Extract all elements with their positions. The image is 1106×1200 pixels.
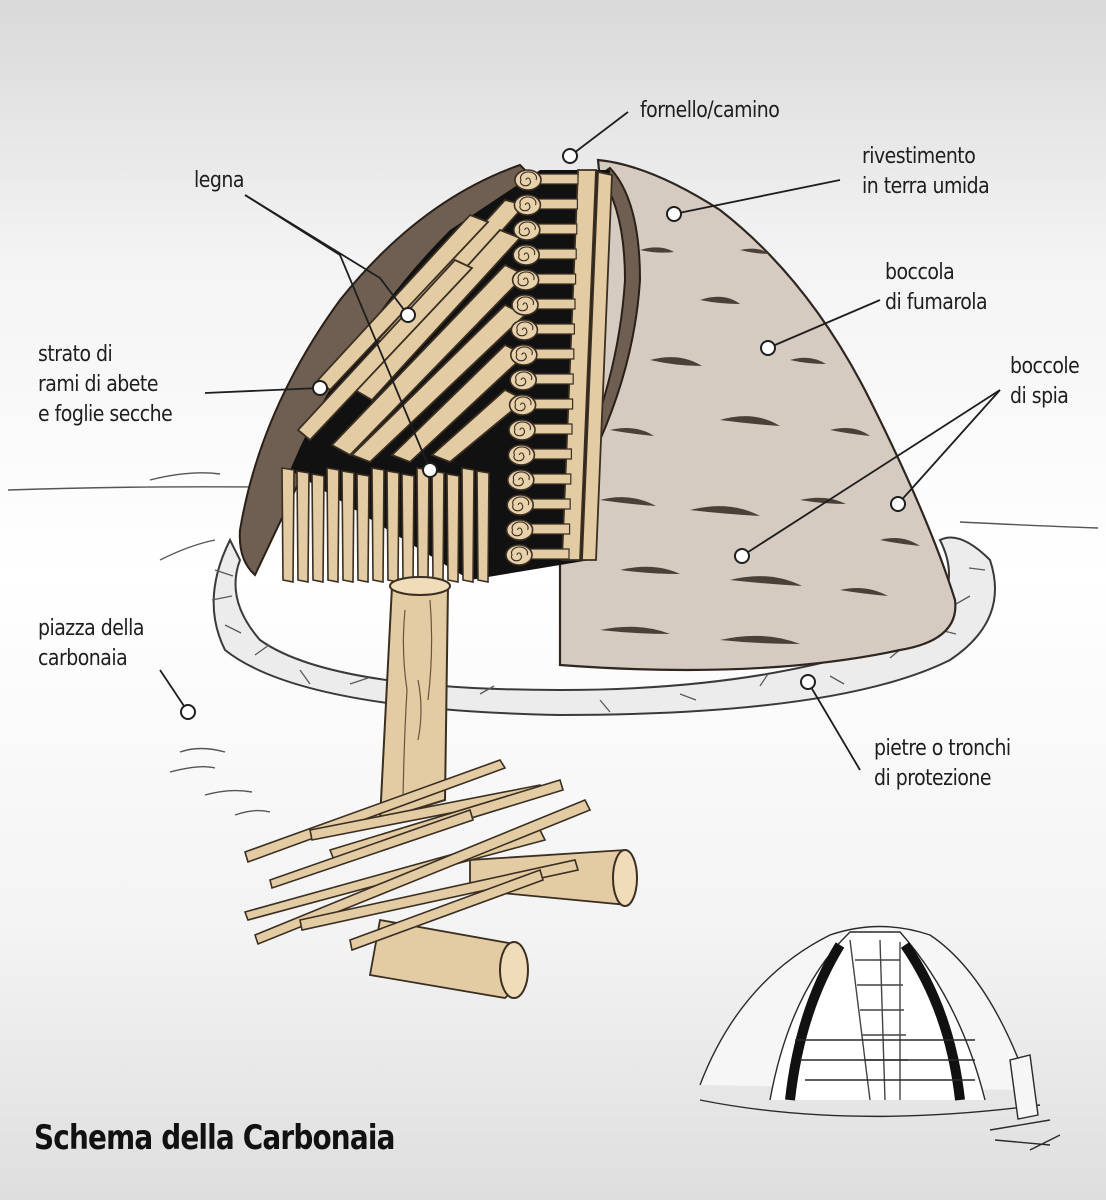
label-spia-line-1: boccole <box>1010 352 1079 382</box>
dot-strato <box>313 381 327 395</box>
base-stake <box>297 471 309 582</box>
base-stake <box>417 468 429 582</box>
base-stake <box>447 474 459 582</box>
dot-spia-1 <box>891 497 905 511</box>
base-stake <box>372 468 384 582</box>
label-piazza-line-1: piazza della <box>38 614 144 644</box>
label-piazza-line-2: carbonaia <box>38 644 144 674</box>
label-pietre-line-2: di protezione <box>874 764 1011 794</box>
label-fornello: fornello/camino <box>640 96 779 126</box>
base-stake <box>387 471 399 582</box>
label-fornello-line: fornello/camino <box>640 98 779 123</box>
label-strato-line-1: strato di <box>38 340 172 370</box>
label-legna-line: legna <box>194 168 244 193</box>
mound-earth-coating <box>560 160 955 670</box>
dot-rivestimento <box>667 207 681 221</box>
label-piazza: piazza della carbonaia <box>38 614 144 674</box>
dot-fumarola <box>761 341 775 355</box>
label-rivestimento: rivestimento in terra umida <box>862 142 989 202</box>
base-stake <box>402 474 414 582</box>
label-legna: legna <box>194 166 244 196</box>
inset-sketch <box>700 927 1060 1151</box>
label-strato-line-3: e foglie secche <box>38 400 172 430</box>
label-fumarola: boccola di fumarola <box>885 258 987 318</box>
dot-legna-2 <box>423 463 437 477</box>
label-fumarola-line-2: di fumarola <box>885 288 987 318</box>
base-stake <box>477 471 489 582</box>
base-stake <box>432 471 444 582</box>
base-stake <box>327 468 339 582</box>
label-fumarola-line-1: boccola <box>885 258 987 288</box>
label-rivestimento-line-2: in terra umida <box>862 172 989 202</box>
base-stake <box>282 468 294 582</box>
label-spia: boccole di spia <box>1010 352 1079 412</box>
dot-legna-1 <box>401 308 415 322</box>
dot-fornello <box>563 149 577 163</box>
base-stake <box>357 474 369 582</box>
label-strato: strato di rami di abete e foglie secche <box>38 340 172 430</box>
label-spia-line-2: di spia <box>1010 382 1079 412</box>
label-rivestimento-line-1: rivestimento <box>862 142 989 172</box>
dot-spia-2 <box>735 549 749 563</box>
label-pietre: pietre o tronchi di protezione <box>874 734 1011 794</box>
base-stake <box>462 468 474 582</box>
label-pietre-line-1: pietre o tronchi <box>874 734 1011 764</box>
base-stake <box>312 474 324 582</box>
page-title: Schema della Carbonaia <box>34 1118 395 1158</box>
dot-pietre <box>801 675 815 689</box>
label-strato-line-2: rami di abete <box>38 370 172 400</box>
dot-piazza <box>181 705 195 719</box>
base-stake <box>342 471 354 582</box>
